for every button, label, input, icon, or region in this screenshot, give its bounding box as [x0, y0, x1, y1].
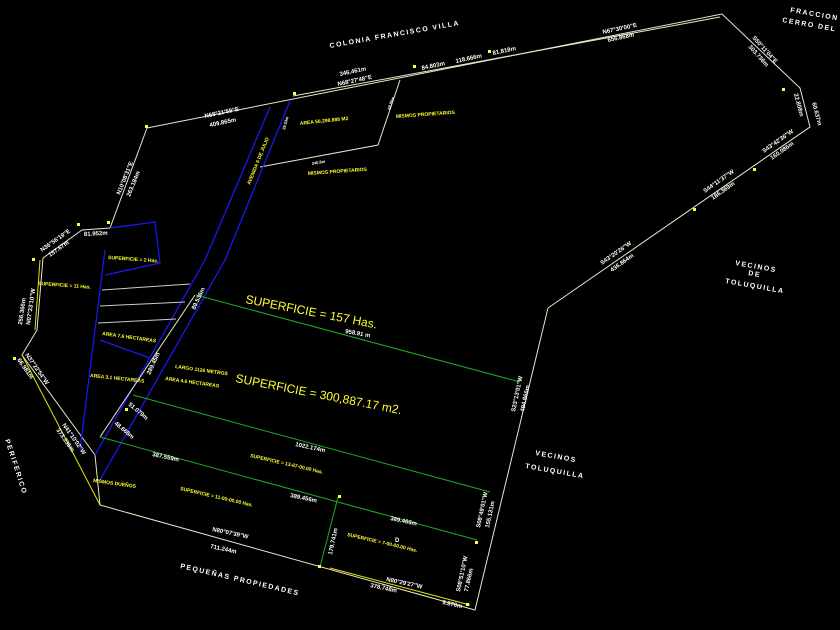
dimension-label: 1022.174m	[295, 442, 326, 454]
dimension-label: 240.8m	[311, 159, 326, 166]
area-label: MISMOS PROPIETARIOS	[308, 167, 368, 177]
area-label: SUPERFICIE = 11-00-00.00 Has.	[180, 486, 254, 509]
dimension-label: N07°33'10"W	[26, 288, 37, 326]
subdivision-line-389	[99, 436, 478, 541]
neighbor-south: PEQUEÑAS PROPIEDADES	[180, 561, 301, 597]
boundary-double-line	[292, 16, 721, 97]
divider-line	[99, 301, 186, 307]
dimension-label: 60.637m	[810, 102, 822, 126]
parcel-line-mismos	[259, 79, 401, 168]
area-label: SUPERFICIE = 11 Has.	[38, 281, 92, 291]
dimension-label: 387.559m	[152, 452, 180, 463]
dimension-label: 179.741m	[328, 528, 339, 556]
parcel-blue-divider	[99, 339, 151, 359]
dimension-label: N80°07'39"W	[212, 527, 249, 541]
neighbor-east: TOLUQUILLA	[725, 278, 785, 295]
avenue-edge-right	[224, 100, 291, 261]
area-label: SUPERFICIE = 7-00-00.00 Has.	[347, 532, 419, 554]
dimension-label: 155.131m	[485, 501, 496, 529]
dimension-label: 9.870m	[442, 600, 463, 610]
dimension-label: 346.461m	[339, 66, 367, 77]
west-boundary-yellow-2	[34, 259, 41, 331]
dimension-label: 51.079m	[127, 402, 149, 422]
dimension-label: 68.86m	[386, 95, 395, 110]
dimension-label: 389.466m	[390, 516, 418, 527]
dimension-label: 89.536m	[191, 287, 206, 311]
divider-line	[101, 283, 191, 291]
lot-label: D	[395, 538, 400, 544]
dimension-label: 958.91 m	[345, 329, 371, 339]
area-label-m2: SUPERFICIE = 300,887.17 m2.	[234, 371, 403, 417]
dimension-label: 256.366m	[18, 298, 28, 326]
dimension-label: 81.818m	[492, 46, 516, 57]
area-label: AREA 3.1 HECTAREAS	[90, 373, 145, 385]
area-label: AREA 7.6 HECTAREAS	[102, 331, 157, 345]
dimension-label: 29.53m	[281, 115, 289, 130]
area-label: LARGO 1126 METROS	[175, 364, 229, 377]
parcel-blue-west	[79, 249, 106, 451]
dimension-label: 22.808m	[792, 93, 804, 117]
dimension-label: 389.456m	[290, 493, 318, 504]
area-label: MISMOS PROPIETARIOS	[396, 110, 456, 120]
area-label: AREA 4.6 HECTAREAS	[165, 376, 220, 390]
survey-markers	[13, 50, 785, 606]
dimension-label: 118.666m	[455, 54, 482, 65]
dimension-label: 409.865m	[209, 117, 237, 128]
subdivision-line-958	[195, 294, 521, 383]
divider-line	[97, 318, 177, 324]
dimension-label: 656.868m	[607, 32, 635, 43]
dimension-label: 378.748m	[370, 583, 398, 594]
property-boundary	[21, 13, 811, 611]
south-boundary-yellow	[329, 567, 471, 606]
dimension-label: 81.952m	[84, 231, 108, 238]
dimension-label: 84.803m	[421, 61, 445, 72]
area-label: SUPERFICIE = 13-67-00.00 Has.	[250, 453, 325, 476]
west-boundary-yellow	[21, 354, 101, 506]
neighbor-east: DE	[748, 270, 762, 279]
subdivision-line-179	[319, 496, 339, 568]
area-label: SUPERFICIE = 2 Has.	[108, 255, 159, 265]
dimension-label: 77.866m	[464, 568, 475, 592]
dimension-label: 711.244m	[210, 544, 237, 555]
neighbor-east-2: TOLUQUILLA	[525, 463, 585, 480]
avenue-centerline	[99, 294, 196, 438]
neighbor-north: COLONIA FRANCISCO VILLA	[329, 20, 460, 50]
area-label: MISMOS DUEÑOS	[93, 477, 137, 490]
subdivision-line-1022	[132, 394, 491, 493]
neighbor-east-2: VECINOS	[535, 450, 578, 464]
dimension-label: 494.866m	[520, 385, 531, 413]
parcel-blue-2has	[104, 221, 161, 276]
avenue-edge-right-lower	[99, 259, 226, 481]
neighbor-west: PERIFERICO	[3, 438, 28, 495]
avenue-edge-left	[204, 106, 271, 261]
area-label: AREA 50,298.888 M2	[300, 116, 349, 127]
